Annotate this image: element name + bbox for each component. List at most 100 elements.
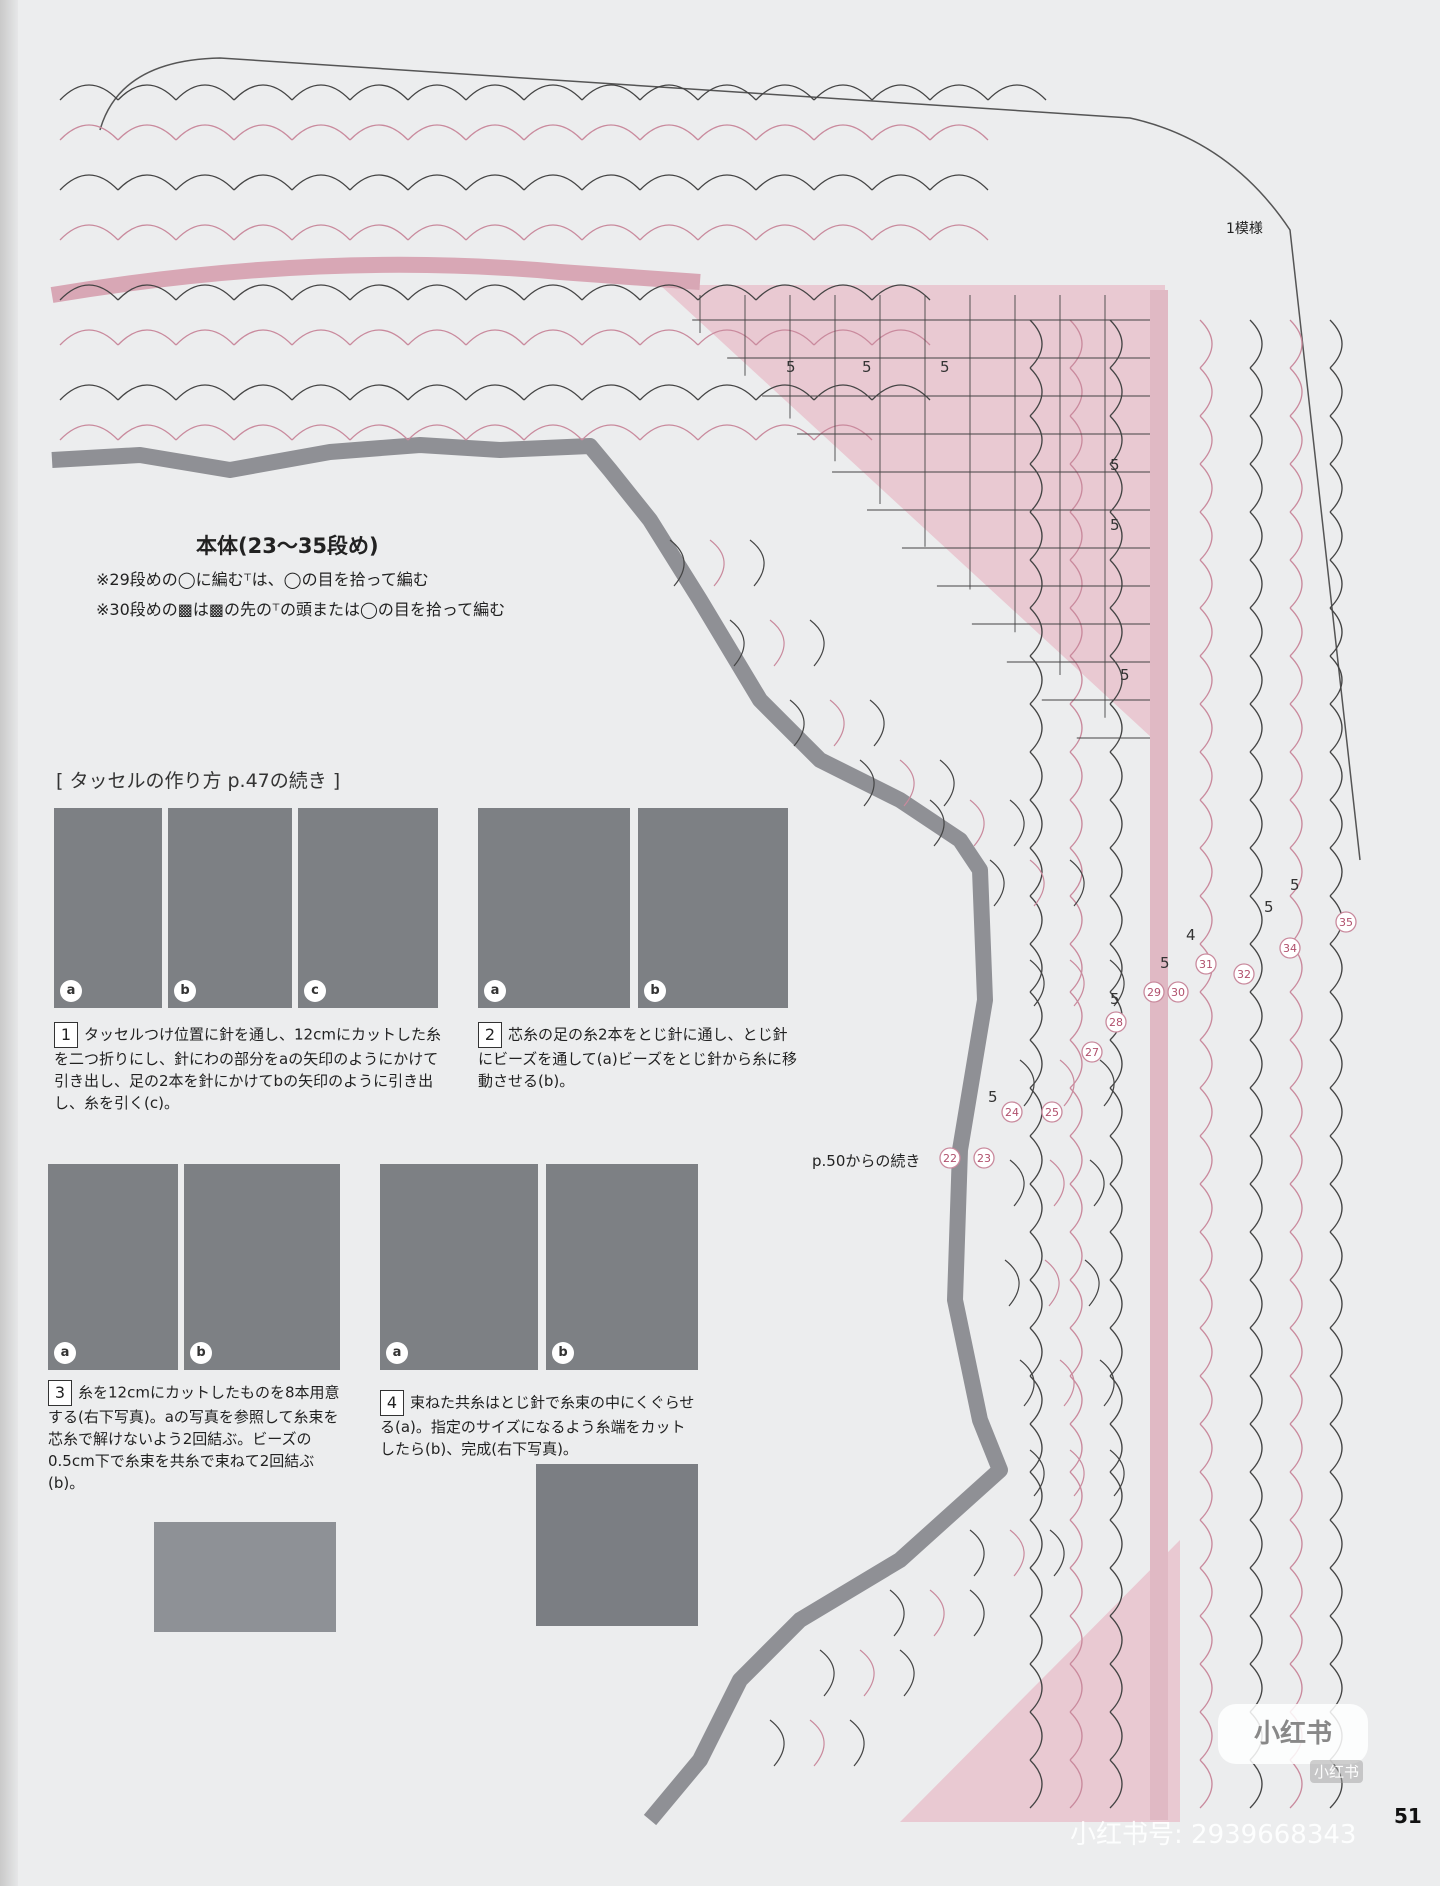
- row-number-label: 24: [1005, 1106, 1019, 1119]
- stitch-arc: [640, 225, 698, 240]
- step-text: 糸を12cmにカットしたものを8本用意する(右下写真)。aの写真を参照して糸束を…: [48, 1384, 340, 1493]
- stitch-arc: [1070, 1472, 1082, 1520]
- stitch-arc: [1200, 1280, 1212, 1328]
- stitch-arc: [524, 425, 582, 440]
- stitch-arc: [60, 125, 118, 140]
- stitch-arc: [408, 225, 466, 240]
- stitch-arc: [1045, 1260, 1059, 1306]
- stitch-arc: [1070, 1040, 1082, 1088]
- row-number-label: 31: [1199, 958, 1213, 971]
- photo-tag-b: b: [190, 1342, 212, 1364]
- stitch-arc: [524, 285, 582, 300]
- stitch-arc: [1290, 1424, 1302, 1472]
- stitch-arc: [1330, 944, 1342, 992]
- stitch-arc: [1030, 1232, 1042, 1280]
- stitch-arc: [1290, 368, 1302, 416]
- step-text: 芯糸の足の糸2本をとじ針に通し、とじ針にビーズを通して(a)ビーズをとじ針から糸…: [478, 1026, 797, 1091]
- step-number: 4: [380, 1390, 404, 1416]
- stitch-arc: [466, 285, 524, 300]
- photo-tag-b: b: [644, 980, 666, 1002]
- stitch-arc: [1200, 464, 1212, 512]
- stitch-arc: [1290, 992, 1302, 1040]
- stitch-arc: [710, 540, 724, 586]
- photo-tag-b: b: [174, 980, 196, 1002]
- note-line-1: ※29段めの◯に編む⸆は、◯の目を拾って編む: [96, 566, 429, 590]
- stitch-arc: [988, 85, 1046, 100]
- stitch-arc: [1200, 656, 1212, 704]
- stitch-arc: [1070, 1568, 1082, 1616]
- stitch-arc: [1330, 368, 1342, 416]
- step-2: 2芯糸の足の糸2本をとじ針に通し、とじ針にビーズを通して(a)ビーズをとじ針から…: [478, 1022, 798, 1092]
- stitch-arc: [1330, 1616, 1342, 1664]
- stitch-arc: [292, 285, 350, 300]
- stitch-arc: [872, 125, 930, 140]
- stitch-arc: [756, 85, 814, 100]
- stitch-arc: [830, 700, 844, 746]
- stitch-arc: [1250, 656, 1262, 704]
- photo-tag-a: a: [386, 1342, 408, 1364]
- stitch-arc: [1250, 1184, 1262, 1232]
- stitch-arc: [1110, 800, 1122, 848]
- stitch-arc: [234, 425, 292, 440]
- stitch-arc: [1290, 1184, 1302, 1232]
- stitch-arc: [930, 225, 988, 240]
- stitch-arc: [930, 1590, 944, 1636]
- stitch-arc: [1050, 1530, 1064, 1576]
- stitch-arc: [524, 85, 582, 100]
- stitch-arc: [1250, 1328, 1262, 1376]
- stitch-arc: [1070, 944, 1082, 992]
- stitch-arc: [1030, 1616, 1042, 1664]
- stitch-arc: [990, 860, 1004, 906]
- stitch-arc: [466, 125, 524, 140]
- stitch-arc: [1290, 1568, 1302, 1616]
- stitch-arc: [640, 125, 698, 140]
- stitch-arc: [1110, 944, 1122, 992]
- stitch-arc: [1250, 1472, 1262, 1520]
- finished-tassel-photo: [536, 1464, 698, 1626]
- stitch-arc: [1250, 1280, 1262, 1328]
- stitch-arc: [1110, 1450, 1124, 1496]
- stitch-arc: [1330, 1472, 1342, 1520]
- stitch-arc: [1200, 1088, 1212, 1136]
- stitch-arc: [1290, 704, 1302, 752]
- stitch-arc: [940, 760, 954, 806]
- stitch-arc: [292, 225, 350, 240]
- stitch-arc: [1030, 800, 1042, 848]
- stitch-arc: [176, 125, 234, 140]
- stitch-arc: [1250, 320, 1262, 368]
- step3-photo-a: a: [48, 1164, 178, 1370]
- stitch-arc: [1010, 1160, 1024, 1206]
- stitch-arc: [930, 125, 988, 140]
- stitch-arc: [1030, 1520, 1042, 1568]
- stitch-arc: [1250, 896, 1262, 944]
- stitch-arc: [1200, 1424, 1212, 1472]
- stitch-arc: [1290, 1088, 1302, 1136]
- stitch-arc: [1250, 1088, 1262, 1136]
- stitch-arc: [1070, 1424, 1082, 1472]
- row-number-label: 35: [1339, 916, 1353, 929]
- stitch-arc: [582, 385, 640, 400]
- stitch-arc: [118, 225, 176, 240]
- stitch-arc: [60, 225, 118, 240]
- stitch-arc: [1200, 848, 1212, 896]
- stitch-arc: [814, 175, 872, 190]
- stitch-arc: [1200, 512, 1212, 560]
- stitch-arc: [1250, 992, 1262, 1040]
- stitch-arc: [524, 385, 582, 400]
- repeat-label: 1模様: [1226, 218, 1263, 238]
- stitch-arc: [1200, 704, 1212, 752]
- stitch-arc: [176, 175, 234, 190]
- stitch-arc: [810, 620, 824, 666]
- step2-photo-a: a: [478, 808, 630, 1008]
- stitch-arc: [1290, 416, 1302, 464]
- stitch-arc: [1070, 1280, 1082, 1328]
- stitch-arc: [118, 175, 176, 190]
- stitch-arc: [524, 125, 582, 140]
- stitch-arc: [1250, 1424, 1262, 1472]
- stitch-arc: [1030, 704, 1042, 752]
- stitch-arc: [640, 425, 698, 440]
- stitch-arc: [970, 800, 984, 846]
- stitch-arc: [820, 1650, 834, 1696]
- row-number-label: 34: [1283, 942, 1297, 955]
